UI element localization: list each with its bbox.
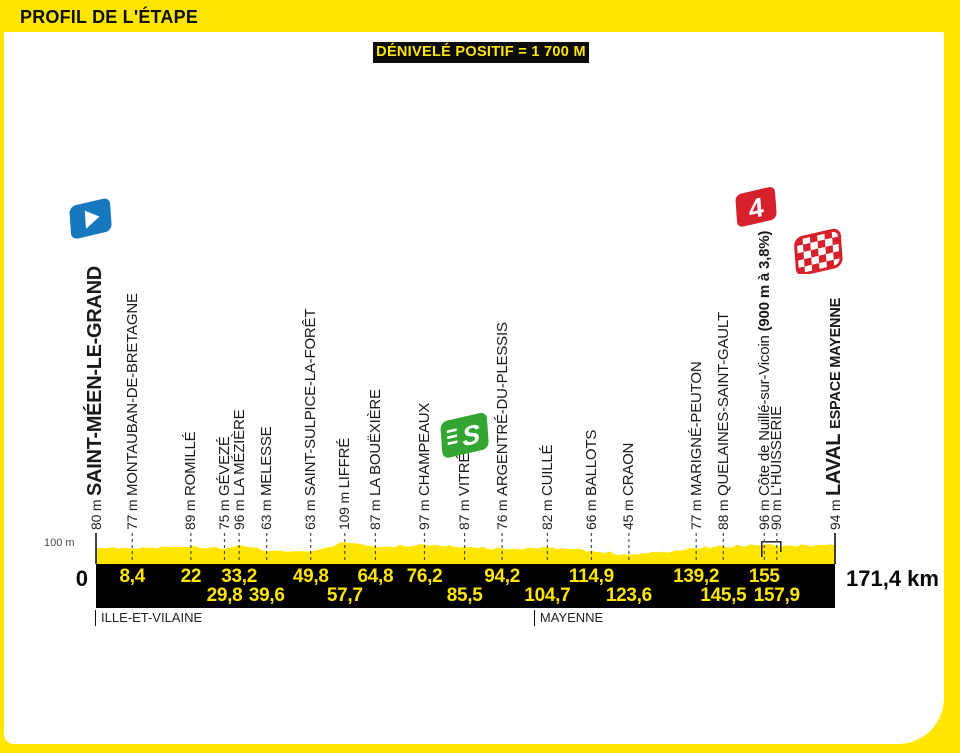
waypoint-label-montauban-de-bretagne: 77 m MONTAUBAN-DE-BRETAGNE xyxy=(124,293,141,530)
km-label-85-5: 85,5 xyxy=(446,585,483,606)
waypoint-label-l-huisserie: 90 m L'HUISSERIE xyxy=(768,406,785,530)
department-label-mayenne: MAYENNE xyxy=(533,610,603,626)
km-label-29-8: 29,8 xyxy=(206,585,243,606)
waypoint-label-liffre: 109 m LIFFRÉ xyxy=(336,438,353,530)
waypoint-label-la-bouexiere: 87 m LA BOUËXIÈRE xyxy=(367,389,384,530)
waypoint-name: CUILLÉ xyxy=(538,444,556,496)
km-label-139-2: 139,2 xyxy=(673,566,720,587)
start-flag-icon xyxy=(67,196,115,245)
km-label-94-2: 94,2 xyxy=(484,566,521,587)
waypoint-name: MONTAUBAN-DE-BRETAGNE xyxy=(123,293,141,496)
waypoint-elevation: 76 m xyxy=(493,495,510,530)
waypoint-label-craon: 45 m CRAON xyxy=(620,443,637,530)
waypoint-elevation: 90 m xyxy=(768,495,785,530)
km-label-104-7: 104,7 xyxy=(524,585,571,606)
km-label-49-8: 49,8 xyxy=(292,566,329,587)
waypoint-elevation: 63 m xyxy=(258,495,275,530)
waypoint-elevation: 88 m xyxy=(714,495,731,530)
waypoint-elevation: 82 m xyxy=(538,495,555,530)
km-label-157-9: 157,9 xyxy=(753,585,800,606)
waypoint-label-la-meziere: 96 m LA MÉZIÈRE xyxy=(231,410,248,530)
waypoint-name: SAINT-MÉEN-LE-GRAND xyxy=(84,266,106,496)
km-label-76-2: 76,2 xyxy=(406,566,443,587)
km-label-64-8: 64,8 xyxy=(357,566,394,587)
waypoint-elevation: 97 m xyxy=(416,495,433,530)
km-label-145-5: 145,5 xyxy=(700,585,747,606)
total-distance-label: 171,4 km xyxy=(846,566,939,591)
waypoint-label-saint-meen-le-grand: 80 m SAINT-MÉEN-LE-GRAND xyxy=(84,266,108,530)
waypoint-label-marigne-peuton: 77 m MARIGNÉ-PEUTON xyxy=(688,362,705,530)
waypoint-name: MELESSE xyxy=(258,426,276,496)
waypoint-name: CHAMPEAUX xyxy=(416,402,434,496)
waypoint-elevation: 109 m xyxy=(336,488,353,530)
waypoint-climb-detail: (900 m à 3,8%) xyxy=(755,230,773,332)
waypoint-label-cuille: 82 m CUILLÉ xyxy=(539,445,556,530)
waypoint-name: LA MÉZIÈRE xyxy=(230,409,248,496)
waypoint-elevation: 87 m xyxy=(456,495,473,530)
waypoint-label-melesse: 63 m MELESSE xyxy=(258,427,275,530)
waypoint-label-champeaux: 97 m CHAMPEAUX xyxy=(416,403,433,530)
waypoint-label-ballots: 66 m BALLOTS xyxy=(583,430,600,530)
km-label-33-2: 33,2 xyxy=(221,566,258,587)
y-scale-label: 100 m xyxy=(44,537,75,549)
km-label-39-6: 39,6 xyxy=(248,585,285,606)
waypoint-name: CRAON xyxy=(620,442,638,496)
waypoint-elevation: 89 m xyxy=(182,495,199,530)
waypoint-elevation: 94 m xyxy=(827,495,843,530)
category-4-climb-icon: 4 xyxy=(733,184,779,233)
waypoint-name: L'HUISSERIE xyxy=(768,406,786,496)
waypoint-name: LA BOUËXIÈRE xyxy=(366,389,384,496)
waypoint-name: SAINT-SULPICE-LA-FORÊT xyxy=(302,308,320,496)
waypoint-label-quelaines-saint-gault: 88 m QUELAINES-SAINT-GAULT xyxy=(715,312,732,530)
km-label-8-4: 8,4 xyxy=(119,566,145,587)
svg-text:S: S xyxy=(461,417,481,452)
waypoint-elevation: 77 m xyxy=(123,495,140,530)
waypoint-elevation: 87 m xyxy=(366,495,383,530)
km-label-57-7: 57,7 xyxy=(326,585,363,606)
km-label-114-9: 114,9 xyxy=(568,566,614,587)
climb-marker-outline xyxy=(761,541,782,557)
start-km-label: 0 xyxy=(75,566,88,591)
waypoint-label-argentre-du-plessis: 76 m ARGENTRÉ-DU-PLESSIS xyxy=(494,322,511,530)
waypoint-elevation: 66 m xyxy=(582,495,599,530)
finish-flag-icon xyxy=(792,226,846,279)
waypoint-elevation: 75 m xyxy=(215,495,232,530)
svg-text:4: 4 xyxy=(748,191,765,225)
waypoint-label-romille: 89 m ROMILLÉ xyxy=(182,432,199,530)
km-label-123-6: 123,6 xyxy=(605,585,652,606)
waypoint-name-suffix: ESPACE MAYENNE xyxy=(828,297,844,429)
waypoint-name: BALLOTS xyxy=(582,429,600,496)
waypoint-elevation: 96 m xyxy=(230,495,247,530)
profile-card xyxy=(4,32,944,744)
km-label-155: 155 xyxy=(748,566,780,587)
waypoint-label-laval: 94 m LAVAL ESPACE MAYENNE xyxy=(823,298,847,530)
waypoint-elevation: 80 m xyxy=(88,495,104,530)
elevation-gain-badge: DÉNIVELÉ POSITIF = 1 700 M xyxy=(373,42,589,63)
waypoint-name: LAVAL xyxy=(823,428,845,496)
waypoint-name: ARGENTRÉ-DU-PLESSIS xyxy=(493,322,511,496)
km-label-22: 22 xyxy=(180,566,202,587)
waypoint-name: MARIGNÉ-PEUTON xyxy=(687,361,705,496)
page-title: PROFIL DE L'ÉTAPE xyxy=(20,7,199,27)
waypoint-elevation: 63 m xyxy=(302,495,319,530)
elevation-area xyxy=(96,542,835,564)
distance-bar xyxy=(96,564,835,608)
department-label-ille-et-vilaine: ILLE-ET-VILAINE xyxy=(95,610,202,626)
sprint-icon: S xyxy=(438,408,492,465)
waypoint-label-saint-sulpice-la-foret: 63 m SAINT-SULPICE-LA-FORÊT xyxy=(302,309,319,530)
waypoint-name: QUELAINES-SAINT-GAULT xyxy=(714,312,732,496)
waypoint-elevation: 45 m xyxy=(620,495,637,530)
waypoint-elevation: 77 m xyxy=(687,495,704,530)
waypoint-name: ROMILLÉ xyxy=(182,431,200,496)
waypoint-name: LIFFRÉ xyxy=(336,437,354,489)
